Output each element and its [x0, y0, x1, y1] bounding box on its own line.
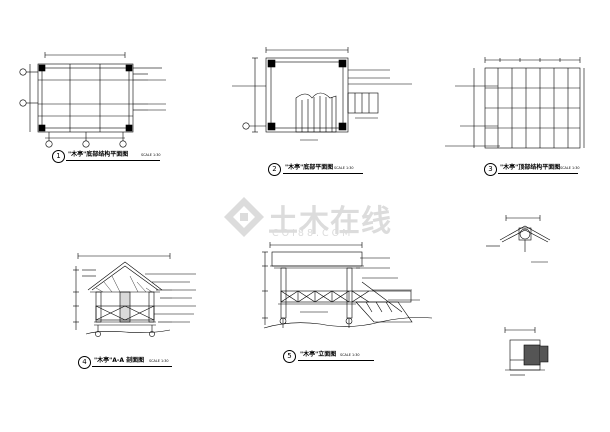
drawing-number-4: 4: [78, 356, 91, 369]
drawing-scale-2: SCALE 1:30: [334, 166, 354, 170]
title-underline-1: [66, 160, 160, 161]
drawing-number-3: 3: [484, 163, 497, 176]
title-underline-3: [498, 173, 578, 174]
detail-ridge: [486, 215, 551, 263]
drawing-title-5: "木亭"立面图: [300, 351, 337, 358]
elevation-5: [262, 242, 433, 329]
drawing-title-2: "木亭"底部平面图: [285, 164, 334, 171]
plan-2-base: [232, 47, 412, 141]
detail-base: [504, 327, 549, 376]
title-underline-5: [298, 360, 374, 361]
plan-3-roof-structure: [445, 57, 585, 149]
drawing-number-2: 2: [268, 163, 281, 176]
watermark-name: 土木在线: [268, 204, 392, 239]
drawing-scale-1: SCALE 1:30: [141, 153, 161, 157]
title-underline-2: [283, 173, 363, 174]
drawing-number-1: 1: [52, 150, 65, 163]
drawing-title-3: "木亭"顶部结构平面图: [500, 164, 561, 171]
plan-1-base-structure: [19, 52, 166, 148]
drawing-number-5: 5: [283, 350, 296, 363]
drawing-scale-3: SCALE 1:30: [560, 166, 580, 170]
drawing-title-1: "木亭"底部结构平面图: [68, 151, 129, 158]
section-4-aa: [73, 253, 196, 337]
drawing-title-4: "木亭"A-A 剖面图: [94, 357, 145, 364]
watermark-url: COI88.COM: [272, 228, 354, 239]
drawing-scale-4: SCALE 1:30: [149, 359, 169, 363]
drawing-scale-5: SCALE 1:30: [340, 353, 360, 357]
title-underline-4: [92, 366, 172, 367]
watermark-logo-icon: [224, 197, 264, 237]
